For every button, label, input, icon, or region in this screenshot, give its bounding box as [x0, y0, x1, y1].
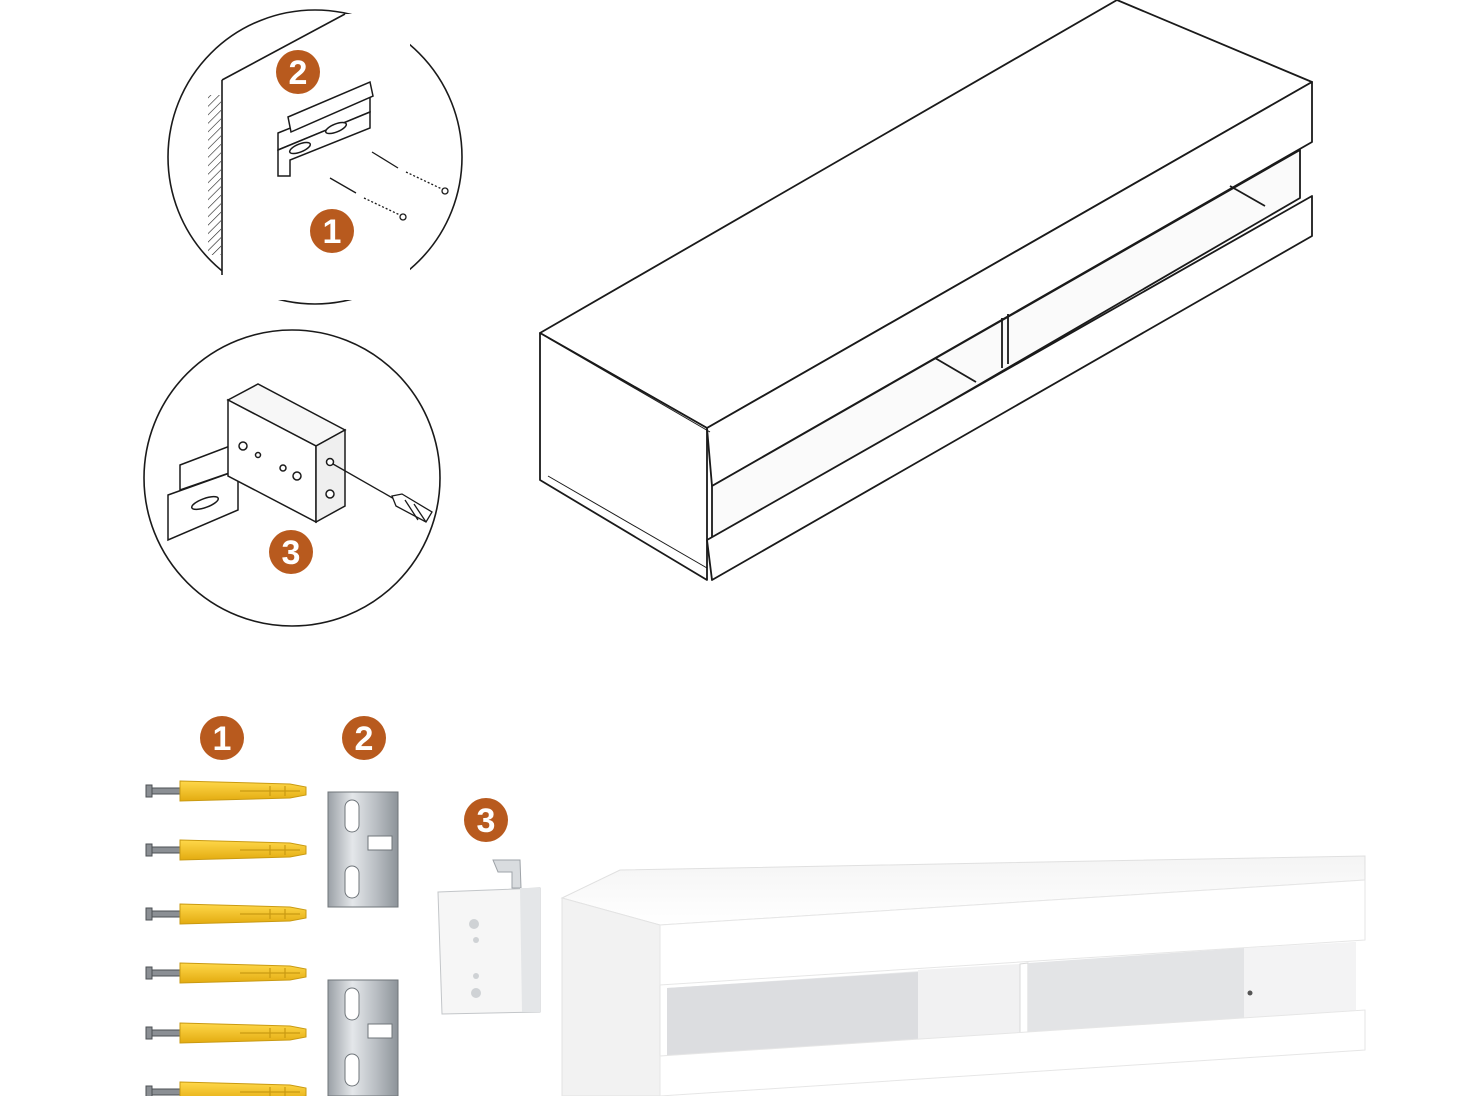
metal-bracket-group: [327, 791, 399, 1096]
white-tv-cabinet: [560, 855, 1366, 1096]
step-badge-1: 1: [310, 209, 354, 253]
badge-label: 3: [477, 802, 496, 840]
screw-icon: [145, 1085, 183, 1096]
screw-icon: [145, 907, 183, 921]
screw-icon: [145, 966, 183, 980]
hanger-block: [226, 383, 347, 524]
bracket-icon: [327, 979, 399, 1096]
badge-label: 1: [213, 720, 232, 758]
wall-anchor-group: [145, 780, 307, 1096]
screw-icon: [145, 843, 183, 857]
bracket-icon: [327, 791, 399, 908]
screw-icon: [145, 784, 183, 798]
tv-cabinet-icon: [539, 0, 1313, 581]
badge-label: 2: [355, 720, 374, 758]
wall-anchor-icon: [145, 1081, 307, 1096]
wall-anchor-icon: [145, 1022, 307, 1044]
wall-mount-detail: 2 1: [167, 9, 463, 305]
screw-icon: [145, 1026, 183, 1040]
badge-label: 1: [323, 213, 342, 251]
hardware-labels: 1 2 3: [200, 716, 508, 842]
screw-icon: [329, 151, 449, 221]
step-badge-2: 2: [276, 50, 320, 94]
hanger-block-photo: [437, 859, 541, 1015]
step-badge-3: 3: [464, 798, 508, 842]
wall-anchor-icon: [145, 903, 307, 925]
wall-anchor-icon: [145, 962, 307, 984]
bracket-icon: [277, 80, 374, 177]
step-badge-2: 2: [342, 716, 386, 760]
wall-anchor-icon: [145, 780, 307, 802]
screwdriver-icon: [332, 463, 433, 523]
step-badge-1: 1: [200, 716, 244, 760]
cabinet-hanger-detail: 3: [143, 329, 441, 627]
badge-label: 2: [289, 54, 308, 92]
anchor-body: [179, 1081, 307, 1096]
step-badge-3: 3: [269, 530, 313, 574]
bracket-icon: [167, 445, 239, 542]
wall-anchor-icon: [145, 839, 307, 861]
badge-label: 3: [282, 534, 301, 572]
